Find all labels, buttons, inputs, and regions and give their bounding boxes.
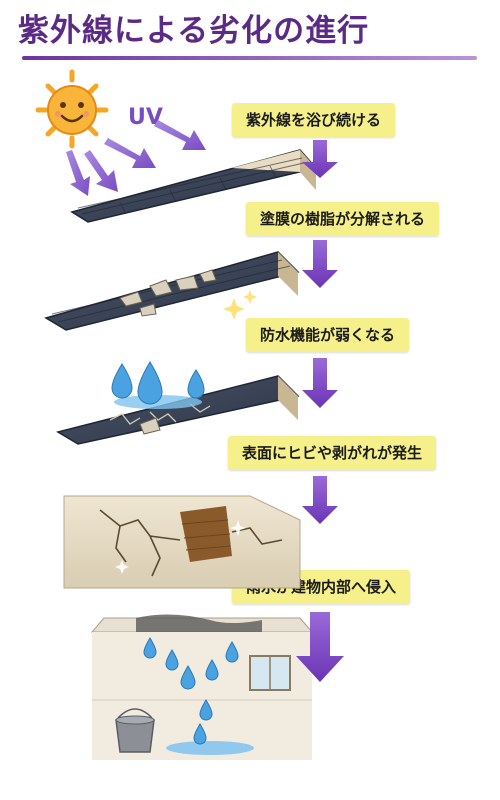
sparkle-icon bbox=[223, 290, 257, 320]
water-puddle bbox=[166, 741, 254, 755]
water-drop-icon bbox=[111, 361, 205, 405]
down-arrow-icon bbox=[302, 240, 338, 288]
water-puddle bbox=[114, 395, 202, 409]
down-arrow-icon bbox=[302, 140, 338, 178]
cracked-wall bbox=[63, 495, 301, 589]
uv-rays bbox=[66, 120, 206, 196]
step-label-3: 防水機能が弱くなる bbox=[246, 318, 410, 352]
down-arrow-icon bbox=[302, 358, 338, 408]
bucket-icon bbox=[115, 708, 155, 753]
water-drop-icon bbox=[143, 637, 239, 745]
step-label-5: 雨水が建物内部へ侵入 bbox=[232, 570, 411, 604]
sparkle-icon bbox=[115, 520, 246, 574]
step-label-1: 紫外線を浴び続ける bbox=[232, 103, 396, 137]
interior-room bbox=[90, 614, 314, 760]
step-label-4: 表面にヒビや剥がれが発生 bbox=[228, 436, 437, 470]
page-title: 紫外線による劣化の進行 bbox=[18, 13, 370, 49]
sun-icon bbox=[35, 69, 109, 149]
roof-2 bbox=[44, 251, 300, 331]
down-arrow-icon bbox=[296, 612, 344, 682]
roof-3 bbox=[56, 375, 300, 445]
step-label-2: 塗膜の樹脂が分解される bbox=[246, 202, 440, 236]
down-arrow-icon bbox=[302, 476, 338, 524]
title-underline bbox=[22, 56, 477, 60]
peeling-flakes bbox=[119, 269, 217, 317]
